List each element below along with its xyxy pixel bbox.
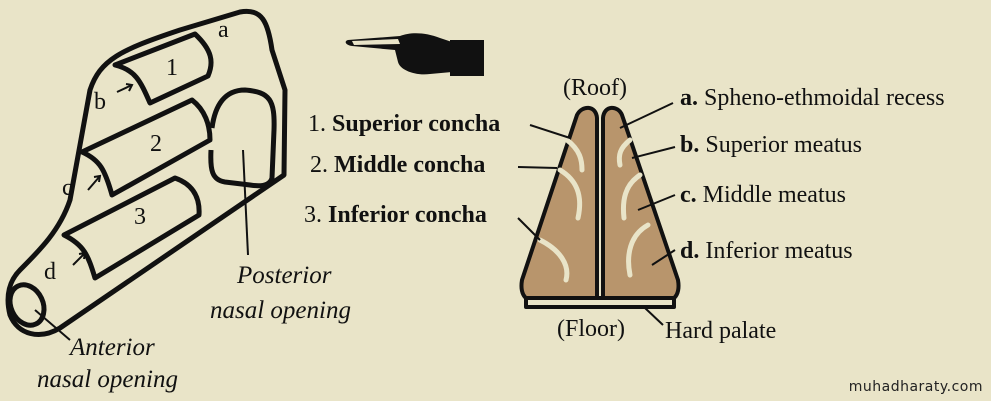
- label-b: b: [94, 89, 106, 115]
- concha-number-1: 1: [166, 55, 178, 81]
- space-label-b: b. Superior meatus: [680, 133, 862, 157]
- space-name: Superior meatus: [705, 132, 862, 158]
- space-label-a: a. Spheno-ethmoidal recess: [680, 86, 945, 110]
- watermark: muhadharaty.com: [848, 379, 983, 395]
- concha-num: 2.: [310, 152, 328, 178]
- concha-number-2: 2: [150, 131, 162, 157]
- space-label-d: d. Inferior meatus: [680, 239, 853, 263]
- lateral-wall-drawing: [5, 8, 288, 337]
- right-leader-lines: [517, 102, 676, 326]
- coronal-section-drawing: [519, 105, 681, 309]
- label-a: a: [218, 17, 229, 43]
- space-letter: b.: [680, 132, 700, 158]
- concha-number-3: 3: [134, 204, 146, 230]
- concha-name: Middle concha: [334, 152, 486, 178]
- space-name: Spheno-ethmoidal recess: [704, 85, 945, 111]
- space-letter: d.: [680, 238, 700, 264]
- space-name: Inferior meatus: [705, 238, 853, 264]
- concha-name: Inferior concha: [328, 202, 487, 228]
- leader-lines: [34, 83, 249, 341]
- posterior-label-line1: Posterior: [237, 262, 332, 289]
- space-letter: a.: [680, 85, 698, 111]
- concha-name: Superior concha: [332, 111, 501, 137]
- roof-label: (Roof): [563, 75, 627, 101]
- concha-num: 1.: [308, 111, 326, 137]
- hard-palate-label: Hard palate: [665, 318, 777, 344]
- pointing-hand-icon: [345, 33, 484, 76]
- floor-label: (Floor): [557, 316, 625, 342]
- space-name: Middle meatus: [702, 182, 846, 208]
- concha-label-middle: 2. Middle concha: [310, 153, 485, 177]
- concha-label-superior: 1. Superior concha: [308, 112, 500, 136]
- posterior-label-line2: nasal opening: [210, 297, 351, 324]
- space-label-c: c. Middle meatus: [680, 183, 846, 207]
- concha-label-inferior: 3. Inferior concha: [304, 203, 487, 227]
- concha-num: 3.: [304, 202, 322, 228]
- anterior-label-line1: Anterior: [70, 334, 155, 361]
- label-d: d: [44, 259, 56, 285]
- space-letter: c.: [680, 182, 697, 208]
- label-c: c: [62, 175, 73, 201]
- anterior-label-line2: nasal opening: [37, 366, 178, 393]
